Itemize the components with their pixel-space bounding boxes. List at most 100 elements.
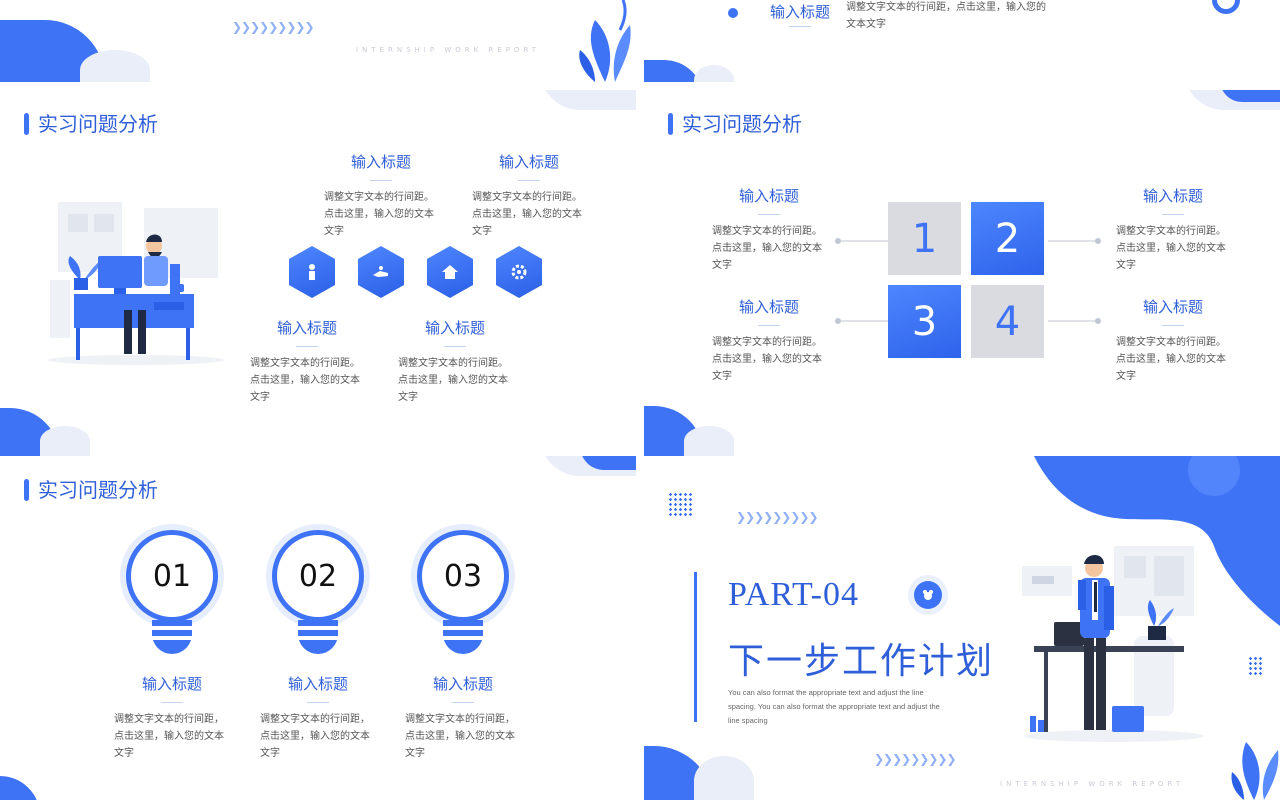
item-body: 调整文字文本的行间距。点击这里，输入您的文本文字 <box>398 358 508 403</box>
report-footer: INTERNSHIP WORK REPORT <box>1000 780 1185 788</box>
item-rule <box>444 346 466 347</box>
item-rule <box>296 346 318 347</box>
item-heading: 输入标题 <box>769 3 830 21</box>
businessman-illustration <box>1022 546 1204 742</box>
item-body: 调整文字文本的行间距。点击这里，输入您的文本文字 <box>712 337 822 382</box>
item-body: 调整文字文本的行间距，点击这里，输入您的文本文字 <box>260 714 370 759</box>
chevron-decoration: ❯❯❯❯❯❯❯❯❯ <box>232 20 314 34</box>
item-heading: 输入标题 <box>424 319 485 337</box>
item-heading: 输入标题 <box>141 675 202 693</box>
text-block-2: 输入标题 调整文字文本的行间距，点击这里，输入您的文本文字 <box>260 674 376 762</box>
section-title: 实习问题分析 <box>668 112 802 136</box>
top-right-blob <box>540 90 636 110</box>
item-heading: 输入标题 <box>432 675 493 693</box>
bulb-number: 01 <box>126 530 218 622</box>
item-rule <box>1162 325 1184 326</box>
item-body: 调整文字文本的行间距，点击这里，输入您的文本文字 <box>405 714 515 759</box>
bulb-03: 03 <box>417 530 513 660</box>
item-rule <box>758 325 780 326</box>
number-tile-4: 4 <box>971 285 1044 358</box>
top-right-blob <box>580 456 636 470</box>
text-block-1: 输入标题 调整文字文本的行间距。点击这里，输入您的文本文字 <box>712 186 826 274</box>
item-body: 调整文字文本的行间距。点击这里，输入您的文本文字 <box>1116 337 1226 382</box>
item-body: 调整文字文本的行间距。点击这里，输入您的文本文字 <box>712 226 822 271</box>
accent-bar <box>694 572 697 722</box>
item-heading: 输入标题 <box>738 187 799 205</box>
text-block-3: 输入标题 调整文字文本的行间距。点击这里，输入您的文本文字 <box>712 297 826 385</box>
item-rule <box>161 702 183 703</box>
gear-icon <box>496 246 542 298</box>
section-title: 实习问题分析 <box>24 478 158 502</box>
text-block-3: 输入标题 调整文字文本的行间距，点击这里，输入您的文本文字 <box>405 674 521 762</box>
item-rule <box>758 214 780 215</box>
item-heading: 输入标题 <box>287 675 348 693</box>
bulb-02: 02 <box>272 530 368 660</box>
item-body: 调整文字文本的行间距。点击这里，输入您的文本文字 <box>472 192 582 237</box>
number-tile-1: 1 <box>888 202 961 275</box>
bulb-base <box>152 620 192 654</box>
slide-4[interactable]: 实习问题分析 输入标题 调整文字文本的行间距。点击这里，输入您的文本文字 输入标… <box>644 90 1280 456</box>
ring-decoration <box>1212 0 1240 14</box>
badge-icon <box>914 581 942 609</box>
bottom-left-blob-soft <box>40 426 90 456</box>
top-right-blob <box>1220 90 1280 102</box>
item-rule <box>789 26 811 27</box>
slide-5[interactable]: 实习问题分析 01 02 03 输入标题 调整文字文本的行间距，点击这里，输入您… <box>0 456 636 800</box>
house-icon <box>427 246 473 298</box>
part-label: PART-04 <box>728 576 859 613</box>
person-icon <box>289 246 335 298</box>
item-rule <box>307 702 329 703</box>
worker-illustration <box>48 202 224 365</box>
item-heading: 输入标题 <box>350 153 411 171</box>
heading-item: 输入标题 <box>760 2 840 27</box>
dot-grid-decoration <box>668 492 694 518</box>
connector-lines <box>835 238 1101 324</box>
corner-blob-soft <box>694 65 734 82</box>
slide-6[interactable]: ❯❯❯❯❯❯❯❯❯ ❯❯❯❯❯❯❯❯❯ PART-04 下一步工作计划 You … <box>644 456 1280 800</box>
bullet-dot <box>728 8 738 18</box>
chevron-decoration: ❯❯❯❯❯❯❯❯❯ <box>736 510 818 524</box>
bottom-left-blob-soft <box>684 426 734 456</box>
text-block-4: 输入标题 调整文字文本的行间距。点击这里，输入您的文本文字 <box>1116 297 1230 385</box>
item-heading: 输入标题 <box>738 298 799 316</box>
slide-2[interactable]: 输入标题 调整文字文本的行间距，点击这里，输入您的文本文字 <box>644 0 1280 82</box>
item-rule <box>1162 214 1184 215</box>
section-description: You can also format the appropriate text… <box>728 688 940 725</box>
bulb-base <box>298 620 338 654</box>
item-heading: 输入标题 <box>498 153 559 171</box>
section-title: 下一步工作计划 <box>728 641 995 682</box>
item-heading: 输入标题 <box>276 319 337 337</box>
number-tile-2: 2 <box>971 202 1044 275</box>
text-block-2: 输入标题 调整文字文本的行间距。点击这里，输入您的文本文字 <box>472 152 586 240</box>
bottom-left-blob <box>0 776 40 800</box>
dot-grid-decoration <box>1248 656 1264 676</box>
bulb-01: 01 <box>126 530 222 660</box>
section-title: 实习问题分析 <box>24 112 158 136</box>
chevron-decoration: ❯❯❯❯❯❯❯❯❯ <box>874 752 956 766</box>
text-block-4: 输入标题 调整文字文本的行间距。点击这里，输入您的文本文字 <box>398 318 512 406</box>
hand-icon <box>358 246 404 298</box>
bottom-left-blob-soft <box>694 756 754 800</box>
leaf-icon <box>579 0 631 82</box>
text-block-1: 输入标题 调整文字文本的行间距。点击这里，输入您的文本文字 <box>324 152 438 240</box>
slide-1[interactable]: ❯❯❯❯❯❯❯❯❯ INTERNSHIP WORK REPORT <box>0 0 636 82</box>
item-rule <box>370 180 392 181</box>
item-body: 调整文字文本的行间距。点击这里，输入您的文本文字 <box>250 358 360 403</box>
text-block-2: 输入标题 调整文字文本的行间距。点击这里，输入您的文本文字 <box>1116 186 1230 274</box>
text-block-1: 输入标题 调整文字文本的行间距，点击这里，输入您的文本文字 <box>114 674 230 762</box>
text-block-3: 输入标题 调整文字文本的行间距。点击这里，输入您的文本文字 <box>250 318 364 406</box>
corner-blob-soft <box>80 50 150 82</box>
bulb-base <box>443 620 483 654</box>
item-rule <box>452 702 474 703</box>
item-body: 调整文字文本的行间距。点击这里，输入您的文本文字 <box>324 192 434 237</box>
item-heading: 输入标题 <box>1142 187 1203 205</box>
item-body: 调整文字文本的行间距。点击这里，输入您的文本文字 <box>1116 226 1226 271</box>
report-footer: INTERNSHIP WORK REPORT <box>356 46 541 54</box>
item-rule <box>518 180 540 181</box>
bulb-number: 02 <box>272 530 364 622</box>
leaf-icon <box>1231 742 1279 800</box>
number-tile-3: 3 <box>888 285 961 358</box>
slide-3[interactable]: 实习问题分析 输入标题 调整文字文本的行间距。点击这里，输入您的文本文字 输入 <box>0 90 636 456</box>
top-right-wave <box>1034 456 1280 626</box>
item-heading: 输入标题 <box>1142 298 1203 316</box>
